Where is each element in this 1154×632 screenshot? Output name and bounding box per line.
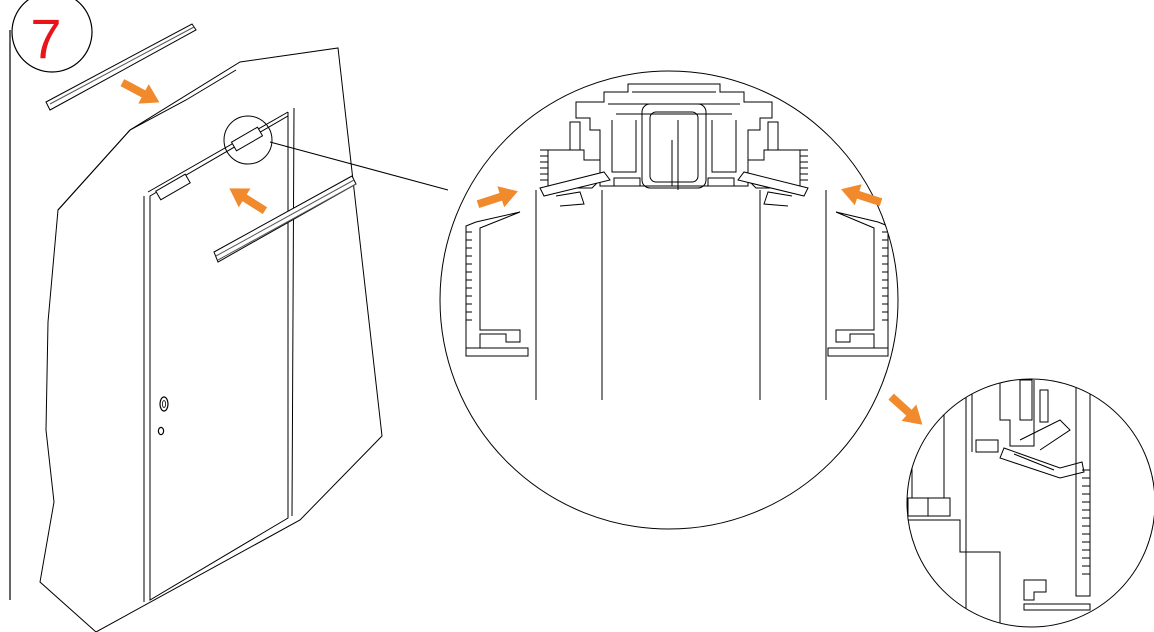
wall-panel [39,47,383,632]
step-number: 7 [30,7,61,70]
arrow-right-cover-in [841,184,883,206]
arrow-left-cover-in [476,186,518,208]
arrow-cover-in [229,188,268,214]
arrow-zoom-detail [888,393,923,425]
side-cover-profile [213,175,357,263]
arrow-cover-down [120,79,160,104]
cover-clip-close-up-detail [906,378,1154,628]
top-track-rail [45,23,197,111]
door-handle-icon [159,396,169,412]
track-cross-section-detail [439,70,899,530]
detail-callout-circle [223,115,273,165]
step-badge: 7 [11,0,93,73]
lock-cylinder-icon [157,426,165,436]
door-leaf [149,115,289,601]
callout-leader-line [269,141,449,191]
